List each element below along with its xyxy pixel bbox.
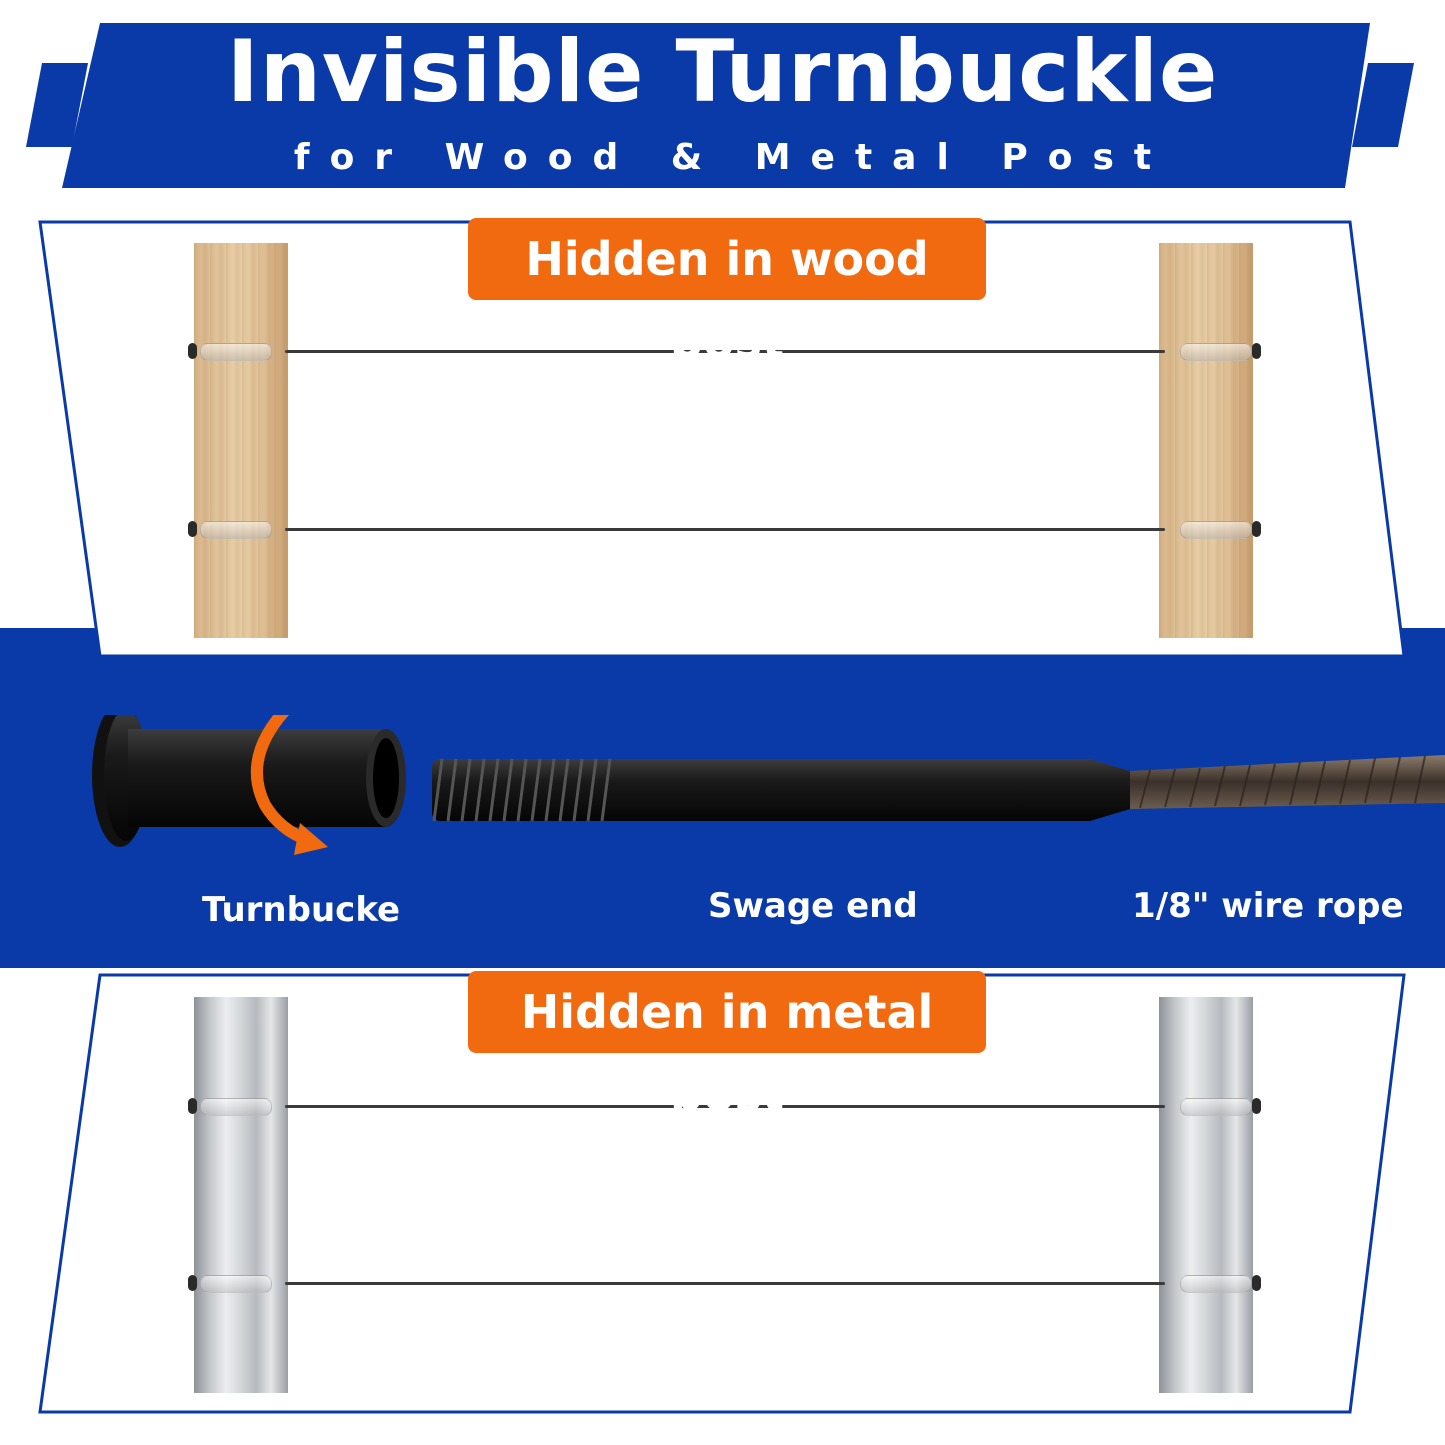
title-banner	[62, 23, 1370, 188]
wood-post-right	[1159, 243, 1253, 638]
fitting-cap	[188, 343, 197, 359]
metal-post-left	[194, 997, 288, 1393]
fitting-cap	[1252, 1098, 1261, 1114]
page-title: Invisible Turnbuckle	[226, 22, 1219, 122]
wire-rope-label: 1/8" wire rope	[1132, 886, 1404, 926]
page-subtitle: for Wood & Metal Post	[293, 137, 1172, 178]
cable-fitting	[200, 1275, 272, 1293]
fitting-cap	[1252, 343, 1261, 359]
cable	[285, 350, 1165, 353]
cable	[285, 1282, 1165, 1285]
curved-arrow-icon	[250, 715, 328, 855]
cable-fitting	[200, 1098, 272, 1116]
metal-post-right	[1159, 997, 1253, 1393]
swage-end-label: Swage end	[708, 886, 918, 926]
cable-fitting	[1180, 343, 1252, 361]
fitting-cap	[1252, 521, 1261, 537]
swage-end-part	[432, 758, 1130, 822]
turnbuckle-label: Turnbucke	[202, 890, 401, 930]
wire-rope-part	[1130, 755, 1445, 809]
wood-post-left	[194, 243, 288, 638]
fitting-cap	[188, 1275, 197, 1291]
wood-post-label: Hidden in wood post	[468, 218, 986, 368]
cable-fitting	[200, 521, 272, 539]
cable-fitting	[1180, 1098, 1252, 1116]
cable-fitting	[200, 343, 272, 361]
cable-fitting	[1180, 1275, 1252, 1293]
cable	[285, 528, 1165, 531]
components-illustration	[92, 715, 1445, 855]
fitting-cap	[188, 1098, 197, 1114]
fitting-cap	[188, 521, 197, 537]
fitting-cap	[1252, 1275, 1261, 1291]
banner-left-tab	[26, 63, 88, 147]
cable	[285, 1105, 1165, 1108]
turnbuckle-part	[92, 715, 406, 847]
cable-fitting	[1180, 521, 1252, 539]
banner-right-tab	[1352, 63, 1414, 147]
metal-post-label: Hidden in metal post	[468, 971, 986, 1121]
